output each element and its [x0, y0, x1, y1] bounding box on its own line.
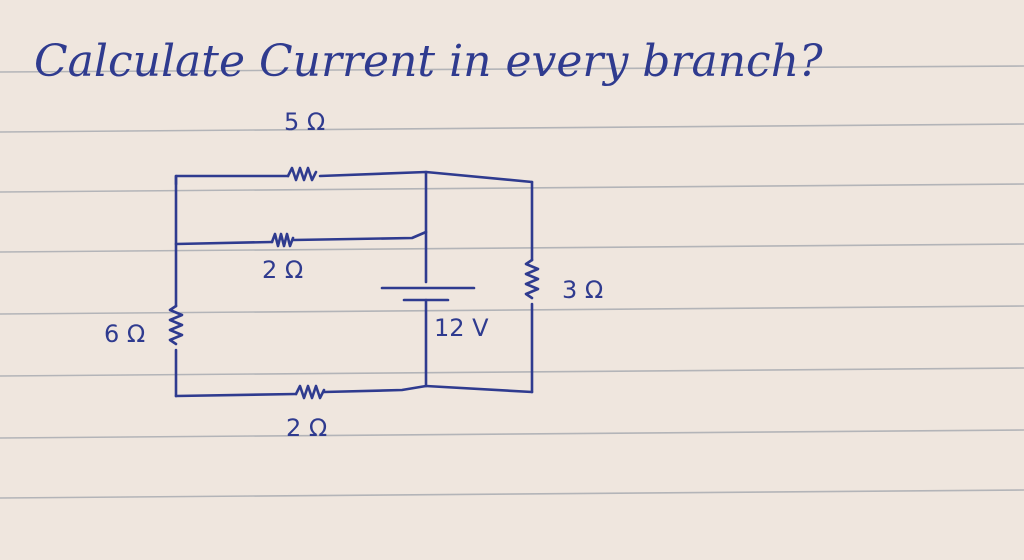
- resistor-bottom: [294, 384, 326, 400]
- rule-line: [0, 183, 1024, 193]
- rule-line: [0, 429, 1024, 439]
- wire-top-left: [174, 174, 290, 186]
- label-r-bottom: 2 Ω: [286, 414, 327, 442]
- wire-bottom-middle: [322, 384, 428, 394]
- rule-line: [0, 489, 1024, 499]
- label-r-top: 5 Ω: [284, 108, 325, 136]
- wire-bottom-right: [424, 384, 534, 394]
- resistor-left: [168, 304, 184, 346]
- wire-bottom-left: [174, 392, 298, 398]
- rule-line: [0, 65, 1024, 73]
- resistor-right: [524, 258, 540, 300]
- label-battery: 12 V: [434, 314, 489, 342]
- wire-middle-left: [174, 240, 274, 246]
- ruled-lines: [0, 65, 1024, 499]
- label-r-middle: 2 Ω: [262, 256, 303, 284]
- wire-middle-right: [291, 230, 428, 242]
- question-title: Calculate Current in every branch?: [34, 36, 823, 87]
- rule-line: [0, 305, 1024, 315]
- label-r-left: 6 Ω: [104, 320, 145, 348]
- resistor-middle: [270, 232, 295, 248]
- circuit-wires: [168, 166, 540, 400]
- rule-line: [0, 367, 1024, 377]
- label-r-right: 3 Ω: [562, 276, 603, 304]
- rule-line: [0, 243, 1024, 253]
- rule-line: [0, 123, 1024, 133]
- resistor-top: [286, 166, 318, 182]
